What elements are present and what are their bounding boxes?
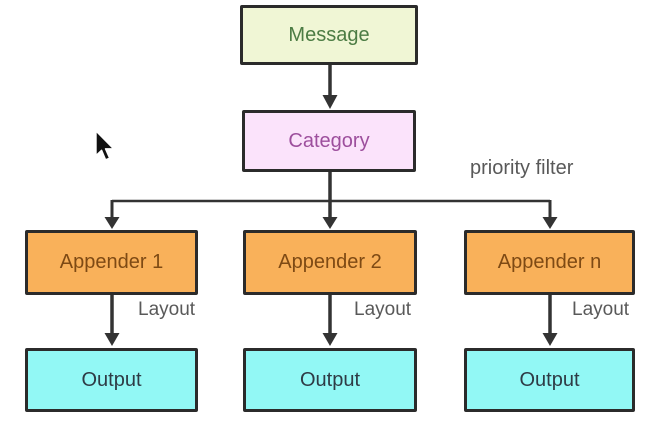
node-category: Category (242, 110, 416, 172)
node-output-2: Output (243, 348, 417, 412)
node-appender-1-label: Appender 1 (59, 251, 164, 273)
layout-label-1: Layout (138, 299, 196, 320)
node-output-1-label: Output (81, 368, 142, 391)
node-category-label: Category (288, 129, 370, 152)
arrow-appender-2-to-output-2 (322, 295, 338, 346)
node-message-label: Message (288, 23, 370, 46)
mouse-cursor-icon (95, 130, 115, 161)
node-appender-1: Appender 1 (25, 230, 198, 295)
priority-filter-label: priority filter (470, 157, 574, 179)
layout-label-2: Layout (354, 299, 412, 320)
node-output-3: Output (464, 348, 635, 412)
node-output-1: Output (25, 348, 198, 412)
node-appender-2: Appender 2 (243, 230, 417, 295)
arrow-message-to-category (322, 65, 338, 109)
node-output-2-label: Output (299, 368, 361, 391)
arrow-branch-to-appender-1 (104, 200, 120, 229)
node-appender-2-label: Appender 2 (278, 251, 382, 273)
layout-label-3: Layout (572, 299, 630, 320)
node-output-3-label: Output (519, 368, 580, 391)
node-message: Message (240, 5, 418, 65)
arrow-branch-to-appender-2 (322, 200, 338, 229)
node-appender-n-label: Appender n (497, 251, 602, 273)
node-appender-n: Appender n (464, 230, 635, 295)
arrow-appender-1-to-output-1 (104, 295, 120, 346)
arrow-appender-n-to-output-3 (542, 295, 558, 346)
arrow-branch-to-appender-n (542, 200, 558, 229)
